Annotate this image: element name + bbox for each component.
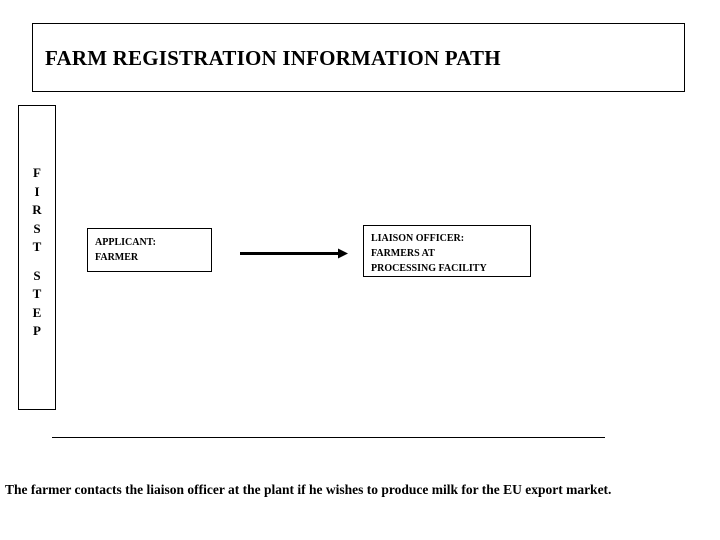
first-step-letters: F I R S T S T E P [19, 164, 55, 341]
first-step-column: F I R S T S T E P [18, 105, 56, 410]
liaison-officer-box-text: LIAISON OFFICER: FARMERS AT PROCESSING F… [371, 231, 487, 276]
applicant-box-line-2: FARMER [95, 252, 139, 263]
caption-text: The farmer contacts the liaison officer … [5, 482, 612, 497]
step-letter: I [34, 183, 40, 199]
liaison-officer-box: LIAISON OFFICER: FARMERS AT PROCESSING F… [363, 225, 531, 277]
step-letter: T [32, 239, 42, 254]
step-letter: F [33, 165, 41, 180]
page-title: FARM REGISTRATION INFORMATION PATH [45, 46, 501, 70]
arrow-right-icon [236, 243, 352, 265]
applicant-box-text: APPLICANT: FARMER [95, 235, 156, 265]
step-letter: T [32, 286, 42, 301]
step-letter: S [33, 220, 41, 236]
step-letter: P [33, 323, 41, 338]
step-letter: R [32, 202, 42, 217]
step-letter: S [33, 267, 41, 283]
liaison-officer-box-line-2: FARMERS AT [371, 248, 435, 259]
title-box: FARM REGISTRATION INFORMATION PATH [32, 23, 685, 92]
liaison-officer-box-line-3: PROCESSING FACILITY [371, 263, 487, 274]
applicant-box-line-1: APPLICANT: [95, 237, 156, 248]
liaison-officer-box-line-1: LIAISON OFFICER: [371, 233, 465, 244]
step-letter: E [32, 304, 42, 320]
step-letter-gap [19, 257, 55, 267]
applicant-box: APPLICANT: FARMER [87, 228, 212, 272]
horizontal-divider [52, 437, 605, 438]
